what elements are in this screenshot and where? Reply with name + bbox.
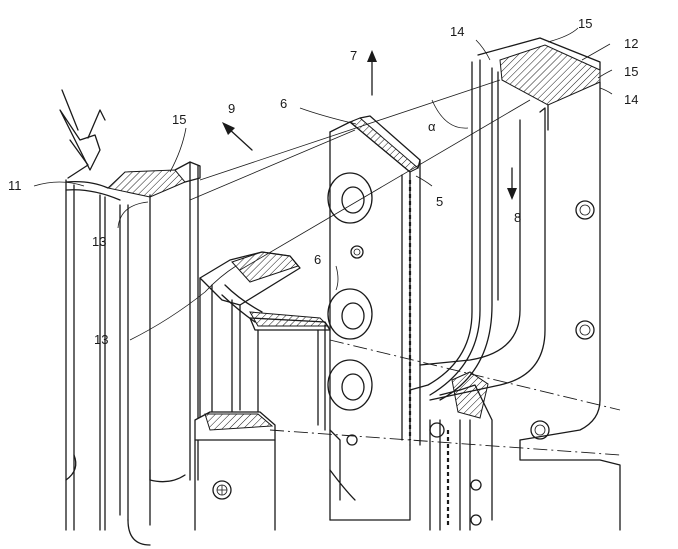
label-6-mid: 6 — [314, 252, 321, 267]
label-7: 7 — [350, 48, 357, 63]
center-die — [194, 251, 331, 531]
label-12: 12 — [624, 36, 638, 51]
right-die-tip — [499, 44, 601, 106]
left-die — [59, 89, 201, 546]
arrow-up-icon — [367, 50, 377, 62]
label-15-right: 15 — [624, 64, 638, 79]
reference-numerals: 14 15 12 15 14 7 9 6 15 α 11 5 8 13 6 13 — [8, 16, 638, 347]
arrows — [222, 50, 517, 200]
leader-lines — [33, 27, 613, 341]
label-14-top: 14 — [450, 24, 464, 39]
arrow-down-icon — [507, 188, 517, 200]
label-13-left: 13 — [92, 234, 106, 249]
label-alpha: α — [428, 119, 436, 134]
label-13-mid: 13 — [94, 332, 108, 347]
label-15-top: 15 — [578, 16, 592, 31]
construction-lines — [189, 79, 621, 456]
label-8: 8 — [514, 210, 521, 225]
label-6-top: 6 — [280, 96, 287, 111]
label-5: 5 — [436, 194, 443, 209]
label-11: 11 — [8, 178, 22, 193]
arrow-up-left-icon — [222, 122, 235, 135]
left-die-tip — [106, 169, 186, 198]
label-14-right: 14 — [624, 92, 638, 107]
label-15-left: 15 — [172, 112, 186, 127]
roller-die — [327, 115, 421, 521]
right-u-die — [409, 37, 621, 531]
label-9: 9 — [228, 101, 235, 116]
